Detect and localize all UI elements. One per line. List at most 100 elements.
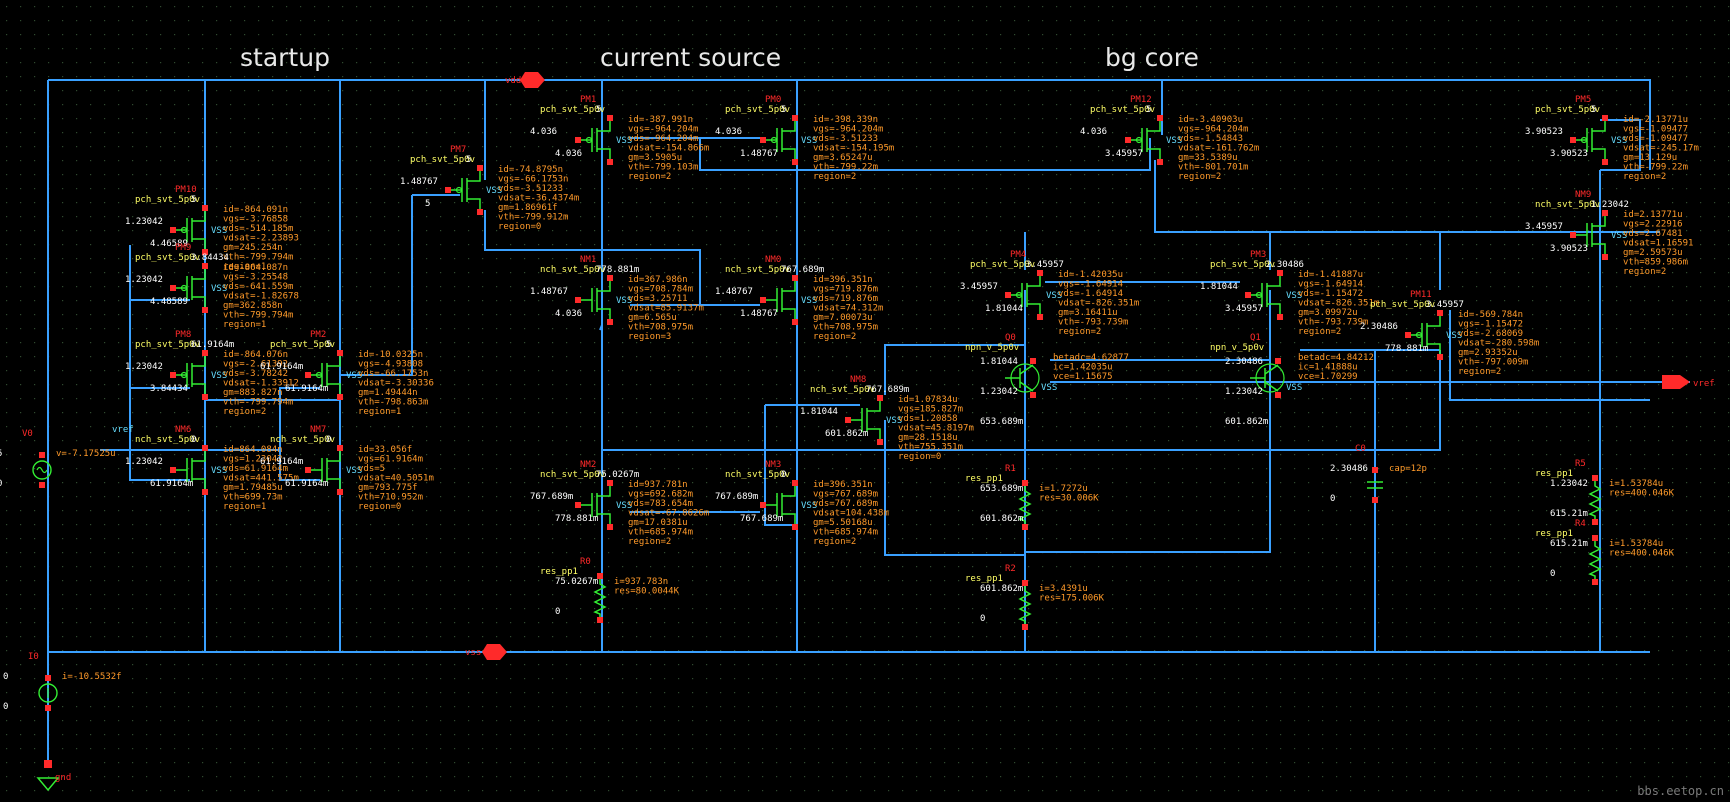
node-voltage: 61.9164m — [260, 362, 303, 372]
device-type: nch_svt_5p0v — [725, 265, 790, 275]
device-param: betadc=4.84212 — [1298, 353, 1374, 363]
device-q0[interactable]: VSSQ0npn_v_5p0vbetadc=4.62877ic=1.42035u… — [965, 333, 1129, 427]
device-pm12[interactable]: VSSPM12pch_svt_5p0vid=-3.40903uvgs=-964.… — [1080, 95, 1259, 182]
device-pm9[interactable]: VSSPM9pch_svt_5p0vid=-864.087nvgs=-3.255… — [125, 243, 299, 330]
device-v0[interactable]: V0v=-7.17525u50 — [0, 429, 116, 489]
node-voltage: 5 — [1591, 105, 1596, 115]
device-param: vds=-2.68069 — [1458, 329, 1523, 339]
device-param: v=-7.17525u — [56, 449, 116, 459]
gnd-pin[interactable]: gnd — [36, 760, 71, 792]
device-param: id=-864.076n — [223, 350, 288, 360]
bulk-label: VSS — [1041, 383, 1057, 393]
device-pm5[interactable]: VSSPM5pch_svt_5p0vid=-2.13771uvgs=-1.094… — [1525, 95, 1699, 182]
device-nm1[interactable]: VSSNM1nch_svt_5p0vid=367.986nvgs=708.784… — [530, 255, 704, 342]
device-pm10[interactable]: VSSPM10pch_svt_5p0vid=-864.091nvgs=-3.76… — [125, 185, 299, 272]
node-voltage: 1.23042 — [125, 275, 163, 285]
vref-out-pin[interactable]: vref — [1662, 375, 1715, 389]
device-param: vdsat=-826.351m — [1298, 299, 1379, 309]
device-nm8[interactable]: VSSNM8nch_svt_5p0vid=1.07834uvgs=185.827… — [800, 375, 974, 462]
device-pm7[interactable]: VSSPM7pch_svt_5p0vid=-74.8795nvgs=-66.17… — [400, 145, 579, 232]
device-param: vds=-641.559m — [223, 282, 293, 292]
device-param: vds=-1.64914 — [1058, 289, 1123, 299]
device-pm8[interactable]: VSSPM8pch_svt_5p0vid=-864.076nvgs=-2.613… — [125, 330, 299, 417]
vss-pin[interactable]: vss — [465, 644, 507, 660]
device-param: region=0 — [498, 222, 541, 232]
device-name: NM9 — [1575, 190, 1591, 200]
device-nm3[interactable]: VSSNM3nch_svt_5p0vid=396.351nvgs=767.689… — [715, 460, 889, 547]
device-param: vth=-793.739m — [1298, 318, 1368, 328]
device-param: gm=1.79485u — [223, 483, 283, 493]
device-param: vgs=185.827m — [898, 405, 963, 415]
device-param: vth=708.975m — [813, 323, 878, 333]
device-nm7[interactable]: VSSNM7nch_svt_5p0vid=33.056fvgs=61.9164m… — [260, 425, 434, 512]
device-pm11[interactable]: VSSPM11pch_svt_5p0vid=-569.784nvgs=-1.15… — [1360, 290, 1539, 377]
device-r5[interactable]: R5res_pp1i=1.53784ures=400.046K1.2304261… — [1535, 459, 1675, 525]
device-param: vdsat=-826.351m — [1058, 299, 1139, 309]
device-nm9[interactable]: VSSNM9nch_svt_5p0vid=2.13771uvgs=2.22916… — [1525, 190, 1693, 277]
bulk-label: VSS — [211, 284, 227, 294]
device-name: PM5 — [1575, 95, 1591, 105]
device-pm3[interactable]: VSSPM3pch_svt_5p0vid=-1.41887uvgs=-1.649… — [1200, 250, 1379, 337]
device-nm6[interactable]: VSSNM6nch_svt_5p0vid=864.084nvgs=1.23042… — [125, 425, 299, 512]
section-title-bg-core: bg core — [1105, 43, 1199, 72]
device-pm0[interactable]: VSSPM0pch_svt_5p0vid=-398.339nvgs=-964.2… — [715, 95, 894, 182]
device-nm2[interactable]: VSSNM2nch_svt_5p0vid=937.781nvgs=692.682… — [530, 460, 709, 547]
device-type: nch_svt_5p0v — [1535, 200, 1600, 210]
node-voltage: 1.48767 — [530, 287, 568, 297]
device-param: vdsat=-154.195m — [813, 144, 894, 154]
device-type: pch_svt_5p0v — [135, 195, 200, 205]
device-name: Q0 — [1005, 333, 1016, 343]
device-pm1[interactable]: VSSPM1pch_svt_5p0vid=-387.991nvgs=-964.2… — [530, 95, 709, 182]
device-param: vds=-1.54843 — [1178, 134, 1243, 144]
device-param: vth=708.975m — [628, 323, 693, 333]
device-param: vdsat=104.438m — [813, 509, 889, 519]
bulk-label: VSS — [211, 371, 227, 381]
device-param: vdsat=-67.8626m — [628, 509, 709, 519]
node-voltage: 61.9164m — [150, 479, 193, 489]
device-name: PM9 — [175, 243, 191, 253]
device-param: gm=2.93352u — [1458, 348, 1518, 358]
device-type: nch_svt_5p0v — [135, 435, 200, 445]
device-r1[interactable]: R1res_pp1i=1.7272ures=30.006K653.689m601… — [965, 464, 1099, 530]
device-q1[interactable]: VSSQ1npn_v_5p0vbetadc=4.84212ic=1.41888u… — [1210, 333, 1374, 427]
device-param: gm=3.5905u — [628, 153, 682, 163]
node-voltage: 5 — [466, 155, 471, 165]
device-param: region=2 — [1058, 327, 1101, 337]
device-param: region=2 — [1178, 172, 1221, 182]
device-name: NM8 — [850, 375, 866, 385]
node-voltage: 1.23042 — [125, 457, 163, 467]
device-param: vth=-797.009m — [1458, 358, 1528, 368]
device-param: i=3.4391u — [1039, 584, 1088, 594]
node-voltage: 615.21m — [1550, 509, 1588, 519]
device-param: gm=7.00073u — [813, 313, 873, 323]
device-nm0[interactable]: VSSNM0nch_svt_5p0vid=396.351nvgs=719.876… — [715, 255, 883, 342]
vdd-pin[interactable]: vdd — [505, 72, 545, 88]
device-param: gm=793.775f — [358, 483, 418, 493]
device-pm2[interactable]: VSSPM2pch_svt_5p0vid=-10.0325nvgs=-4.938… — [260, 330, 434, 417]
node-voltage: 0 — [0, 479, 2, 489]
device-type: nch_svt_5p0v — [810, 385, 875, 395]
device-name: PM3 — [1250, 250, 1266, 260]
node-voltage: 653.689m — [980, 417, 1023, 427]
device-pm4[interactable]: VSSPM4pch_svt_5p0vid=-1.42035uvgs=-1.649… — [960, 250, 1139, 337]
node-voltage: 4.46589 — [150, 239, 188, 249]
bulk-label: VSS — [886, 416, 902, 426]
device-param: id=396.351n — [813, 480, 873, 490]
device-param: gm=17.0381u — [628, 518, 688, 528]
device-param: res=80.0044K — [614, 587, 680, 597]
bulk-label: VSS — [616, 501, 632, 511]
node-voltage: 3.84434 — [191, 253, 229, 263]
device-param: id=-3.40903u — [1178, 115, 1243, 125]
node-voltage: 3.45957 — [1105, 149, 1143, 159]
node-voltage: 1.81044 — [1200, 282, 1238, 292]
bulk-label: VSS — [486, 186, 502, 196]
device-param: id=-2.13771u — [1623, 115, 1688, 125]
device-param: gm=1.49444n — [358, 388, 418, 398]
device-param: vds=719.876m — [813, 294, 878, 304]
